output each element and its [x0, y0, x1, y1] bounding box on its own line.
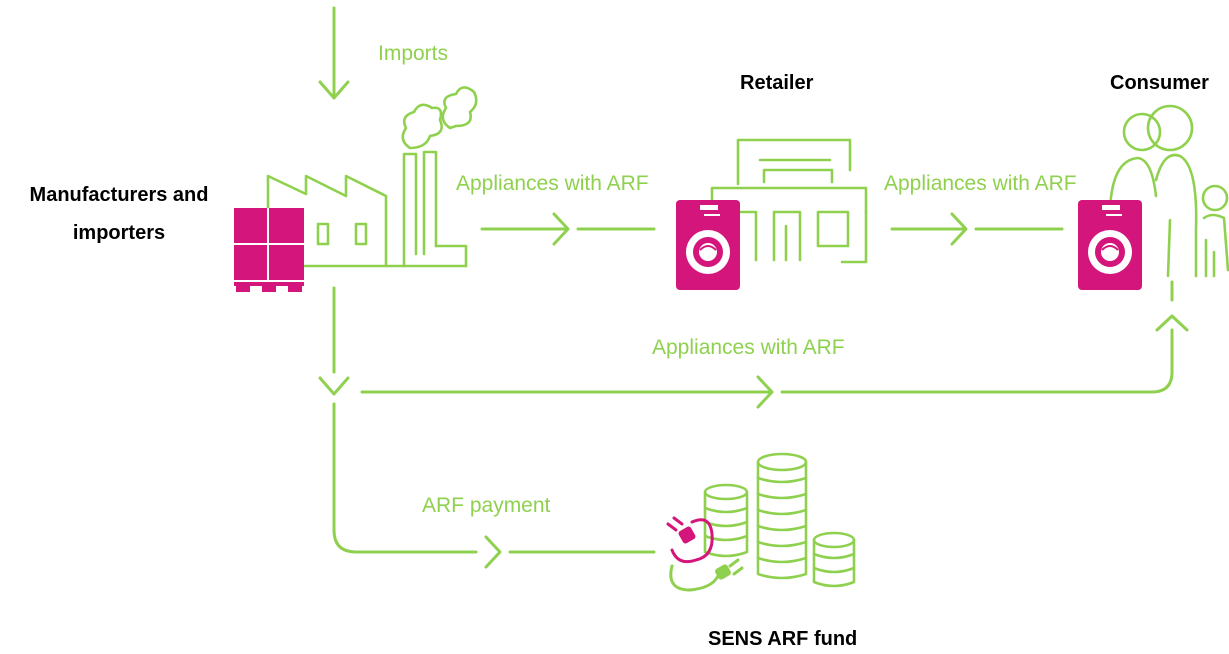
main-trunk-line: [318, 286, 478, 554]
plug-icon: [666, 516, 744, 592]
payment-label: ARF payment: [422, 494, 551, 517]
flow-label-to-retailer: Appliances with ARF: [456, 172, 649, 195]
payment-flow-arrow: [484, 535, 656, 569]
family-icon: [1108, 104, 1229, 278]
fund-label: SENS ARF fund: [708, 628, 858, 650]
imports-arrow: [318, 6, 350, 100]
flow-label-to-consumer: Appliances with ARF: [884, 172, 1077, 195]
washing-machine-icon: [1078, 200, 1142, 290]
flow-label-direct: Appliances with ARF: [652, 336, 845, 359]
retailer-to-consumer-arrow: [890, 212, 1064, 246]
coins-icon: [703, 452, 856, 588]
factory-icon: [266, 86, 478, 268]
washing-machine-icon: [676, 200, 740, 290]
factory-to-retailer-arrow: [480, 212, 656, 246]
consumer-label: Consumer: [1110, 72, 1209, 94]
direct-flow-arrow: [360, 280, 1189, 409]
pallet-icon: [234, 208, 304, 292]
manufacturers-label: Manufacturers and importers: [29, 184, 209, 244]
retailer-label: Retailer: [740, 72, 814, 94]
imports-label: Imports: [378, 42, 449, 65]
